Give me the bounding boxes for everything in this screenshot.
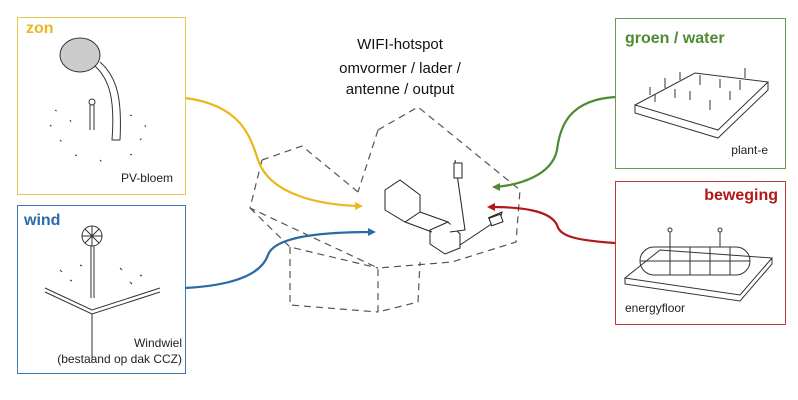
beweging-title: beweging	[704, 187, 778, 204]
zon-caption: PV-bloem	[120, 171, 173, 185]
plant-e-sketch	[633, 68, 770, 139]
center-title-line1: WIFI-hotspot	[357, 36, 443, 53]
zon-panel: zon PV-bloem	[17, 17, 186, 195]
groen-title: groen / water	[625, 30, 725, 47]
pv-bloem-sketch	[49, 37, 147, 163]
arrow-zon	[184, 96, 361, 208]
arrowhead-groen	[492, 183, 500, 191]
beweging-caption: energyfloor	[625, 301, 686, 315]
arrowhead-beweging	[487, 203, 495, 211]
arrow-beweging	[489, 205, 616, 245]
wind-panel: wind Windwiel (bestaand op dak CCZ)	[17, 205, 186, 374]
wind-caption-1: Windwiel	[133, 336, 182, 350]
energyfloor-sketch	[623, 227, 774, 302]
arrowhead-zon	[355, 202, 363, 210]
groen-caption: plant-e	[731, 143, 768, 157]
wind-title: wind	[24, 212, 61, 229]
windwiel-sketch	[44, 225, 161, 360]
beweging-panel: beweging energyfloor	[615, 181, 786, 325]
wind-caption-2: (bestaand op dak CCZ)	[57, 352, 182, 366]
building-outline	[249, 106, 521, 313]
groen-panel: groen / water plant-e	[615, 18, 786, 169]
zon-title: zon	[26, 20, 54, 37]
arrowhead-wind	[368, 228, 376, 236]
center-title-line2: omvormer / lader /	[339, 60, 461, 77]
arrow-groen	[494, 95, 616, 189]
center-title-line3: antenne / output	[345, 81, 455, 98]
equipment-sketch	[384, 159, 504, 255]
arrows	[184, 95, 616, 290]
arrow-wind	[184, 230, 373, 290]
